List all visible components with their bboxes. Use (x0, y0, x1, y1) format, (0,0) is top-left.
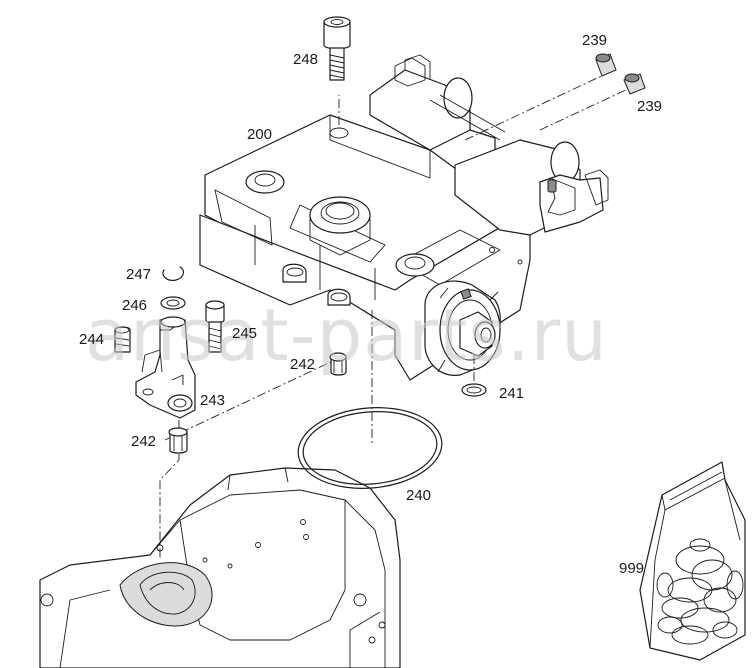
washer-246 (160, 296, 186, 310)
callout-200: 200 (247, 126, 272, 143)
watermark: ansat-parts.ru (85, 293, 608, 377)
callout-241: 241 (499, 385, 524, 402)
front-cover (424, 280, 501, 376)
seal-kit-bag-999 (639, 461, 746, 661)
screw-248 (323, 16, 351, 81)
callout-239-upper: 239 (582, 32, 607, 49)
screw-245 (205, 300, 225, 353)
set-screw-239-a (595, 53, 617, 77)
plug-244 (114, 326, 131, 353)
bushing-242-b (168, 427, 188, 454)
bushing-242-a (329, 352, 347, 376)
callout-244: 244 (79, 331, 104, 348)
solenoid-lower (454, 139, 609, 236)
pump-housing (39, 467, 401, 668)
callout-242-upper: 242 (290, 356, 315, 373)
callout-246: 246 (122, 297, 147, 314)
callout-240: 240 (406, 487, 431, 504)
callout-245: 245 (232, 325, 257, 342)
callout-248: 248 (293, 51, 318, 68)
callout-239-lower: 239 (637, 98, 662, 115)
callout-242-lower: 242 (131, 433, 156, 450)
callout-243: 243 (200, 392, 225, 409)
callout-999: 999 (619, 560, 644, 577)
bracket-243 (135, 316, 196, 419)
callout-247: 247 (126, 266, 151, 283)
o-ring-240 (297, 407, 443, 489)
set-screw-239-b (623, 73, 646, 95)
retaining-ring-247 (162, 266, 185, 281)
solenoid-upper (369, 54, 506, 173)
o-ring-241 (461, 383, 487, 397)
